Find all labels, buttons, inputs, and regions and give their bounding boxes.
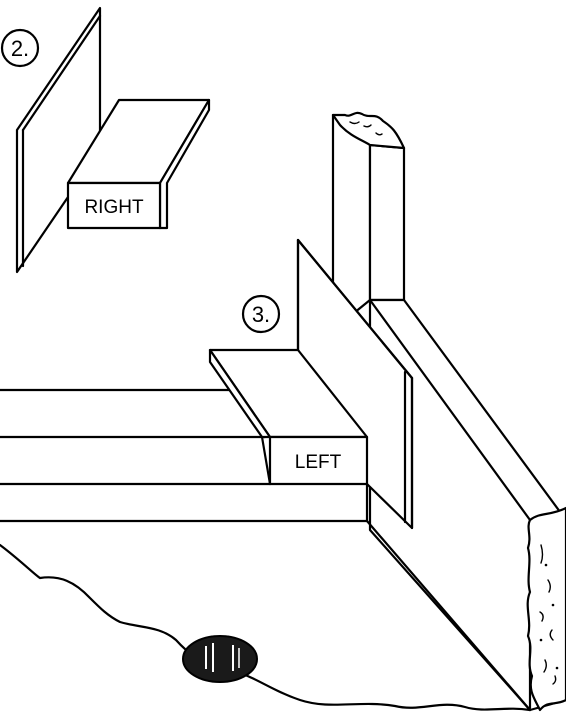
left-bracket-label: LEFT	[295, 452, 342, 473]
corner-post-side	[370, 145, 404, 300]
right-bracket-label: RIGHT	[84, 197, 144, 218]
step-2-marker: 2.	[2, 30, 38, 66]
right-bracket: RIGHT	[17, 8, 209, 272]
step-3-marker: 3.	[243, 296, 279, 332]
step-3-number: 3.	[252, 302, 270, 327]
wall-board-broken-end	[528, 508, 566, 710]
floor-hole	[183, 636, 257, 682]
step-2-number: 2.	[11, 36, 29, 61]
